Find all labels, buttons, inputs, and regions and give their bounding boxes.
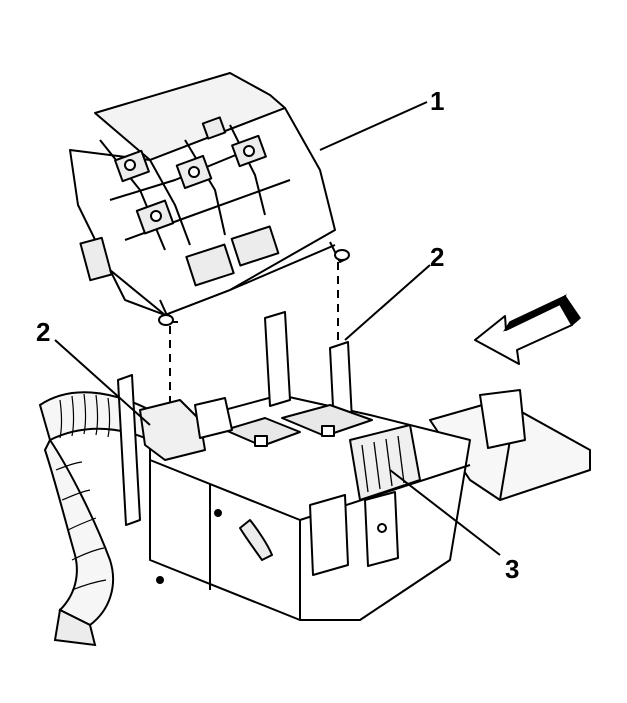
leader-lines bbox=[54, 101, 501, 556]
alignment-lines bbox=[169, 262, 339, 410]
callout-2-left-label: 2 bbox=[36, 317, 50, 347]
lower-base bbox=[117, 311, 591, 621]
upper-housing bbox=[69, 72, 350, 326]
callout-2-right-label: 2 bbox=[430, 242, 444, 272]
callout-3-label: 3 bbox=[505, 554, 519, 584]
callout-1-label: 1 bbox=[430, 86, 444, 116]
direction-arrow-icon bbox=[474, 294, 581, 365]
